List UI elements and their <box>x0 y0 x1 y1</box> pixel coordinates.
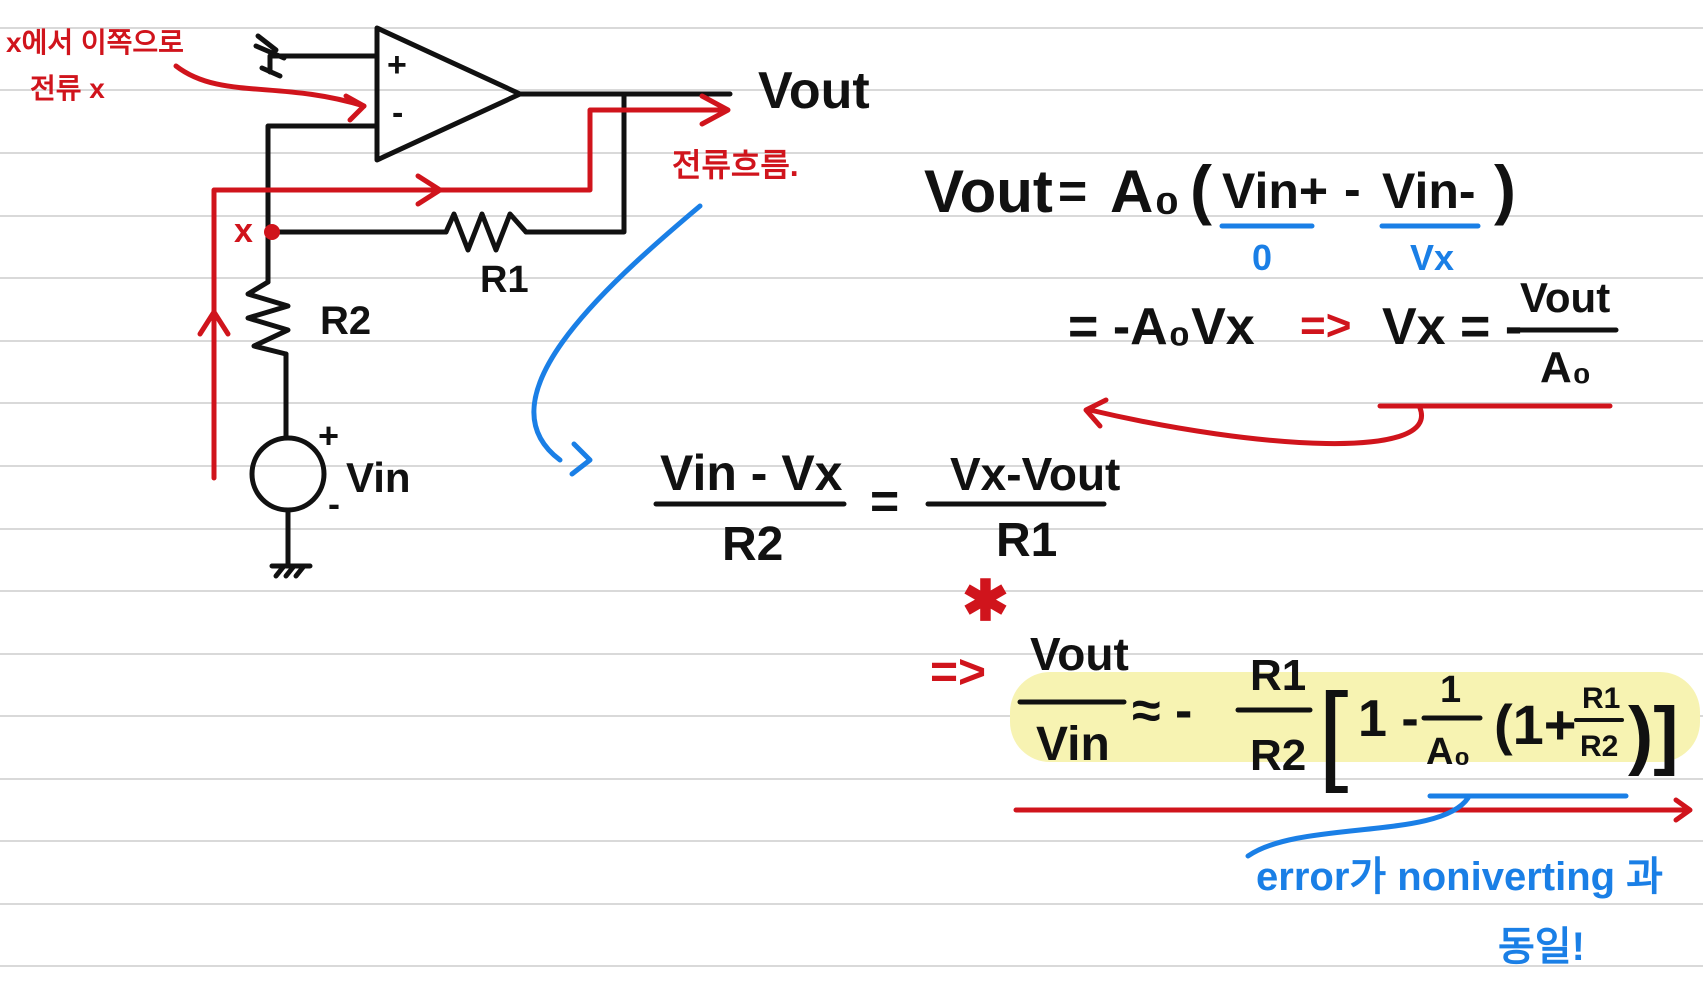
result-underline-head <box>1673 797 1693 823</box>
r1-resistor <box>443 211 529 253</box>
eq1-vin-plus: Vin+ <box>1222 163 1328 219</box>
result-one-minus: 1 - <box>1358 690 1419 748</box>
result-r1: R1 <box>1250 651 1306 700</box>
r1-label: R1 <box>480 259 529 301</box>
current-arrowhead-right <box>699 93 731 127</box>
r2-resistor <box>245 279 291 357</box>
error-note-line2: 동일! <box>1498 925 1585 969</box>
eq1-open-paren: ( <box>1190 152 1212 226</box>
substitution-arrowhead <box>1083 397 1109 429</box>
eq2-implies-arrow: => <box>1300 301 1351 350</box>
result-equation: => Vout Vin ≈ - R1 R2 [ 1 - 1 A₀ (1+ R1 … <box>930 628 1679 794</box>
source-plus-label: + <box>318 415 339 456</box>
kcl-lhs-numerator: Vin - Vx <box>660 445 843 501</box>
current-arrowhead-up <box>197 309 231 337</box>
eq1-a0: A₀ <box>1110 158 1180 225</box>
current-arrowhead-mid <box>415 173 443 207</box>
kcl-pointer-head <box>569 441 593 477</box>
vinm-value-label: Vx <box>1410 237 1454 278</box>
result-vout: Vout <box>1030 628 1129 680</box>
eq1-vin-minus: Vin- <box>1382 163 1476 219</box>
eq2-denominator: A₀ <box>1540 343 1592 392</box>
result-open-paren: (1+ <box>1494 693 1577 756</box>
blue-annotations <box>531 203 1629 859</box>
substitution-curve <box>1087 405 1424 447</box>
kcl-equals: = <box>870 473 899 529</box>
vin-source <box>249 435 327 513</box>
opamp-plus-label: + <box>387 46 407 84</box>
kcl-pointer-curve <box>531 203 703 463</box>
kcl-rhs-numerator: Vx-Vout <box>950 448 1120 500</box>
error-note-line1: error가 noniverting 과 <box>1256 855 1663 899</box>
result-a0: A₀ <box>1426 731 1471 773</box>
source-minus-label: - <box>328 483 340 524</box>
result-highlight <box>1010 672 1700 762</box>
opamp-minus-label: - <box>392 94 403 132</box>
kcl-lhs-denominator: R2 <box>722 518 783 571</box>
note-current-flow: 전류흐름. <box>672 147 799 183</box>
result-bracket-open: [ <box>1318 671 1349 794</box>
kcl-rhs-denominator: R1 <box>996 514 1057 567</box>
result-r2: R2 <box>1250 731 1306 780</box>
feedback-wire <box>523 91 627 235</box>
ruled-lines <box>0 27 1703 967</box>
result-close: )] <box>1628 692 1679 777</box>
result-frac-one: 1 <box>1440 669 1461 711</box>
eq1-minus: - <box>1344 161 1361 217</box>
result-approx: ≈ - <box>1132 682 1192 740</box>
node-x-label: x <box>234 212 253 250</box>
result-small-r1: R1 <box>1582 682 1620 715</box>
result-vin: Vin <box>1036 718 1110 771</box>
plus-input-wire <box>267 53 380 75</box>
node-x-dot <box>264 224 280 240</box>
r2-label: R2 <box>320 299 371 343</box>
result-implies-arrow: => <box>930 646 986 699</box>
kcl-equation: Vin - Vx R2 = Vx-Vout R1 <box>653 445 1120 571</box>
plus-ground-hash <box>253 33 287 79</box>
equation-1: Vout = A₀ ( Vin+ - Vin- ) <box>924 152 1516 226</box>
eq1-equals: = <box>1058 163 1087 219</box>
star-mark: ✱ <box>962 569 1009 632</box>
eq2-expression: = -A₀Vx <box>1068 298 1255 356</box>
vin-source-label: Vin <box>346 454 411 501</box>
note-pointer-curve <box>173 63 367 109</box>
note-current-x-line1: x에서 이쪽으로 <box>6 27 184 58</box>
eq1-close-paren: ) <box>1494 152 1516 226</box>
eq2-vx: Vx = - <box>1382 298 1522 356</box>
error-pointer-curve <box>1245 795 1471 859</box>
opamp-triangle <box>374 25 523 163</box>
ground-symbol <box>269 563 313 579</box>
eq2-numerator: Vout <box>1520 274 1610 321</box>
note-pointer-head <box>343 93 367 123</box>
minus-input-wire <box>265 123 380 233</box>
circuit <box>245 25 733 579</box>
equation-2: = -A₀Vx => Vx = - Vout A₀ <box>1068 274 1619 392</box>
vout-output-label: Vout <box>758 62 870 120</box>
current-flow-arrows <box>173 63 1693 823</box>
note-current-x-line2: 전류 x <box>30 73 105 104</box>
vinp-value-label: 0 <box>1252 237 1272 278</box>
eq1-vout: Vout <box>924 158 1053 225</box>
result-small-r2: R2 <box>1580 730 1618 763</box>
current-loop-path <box>211 107 727 481</box>
